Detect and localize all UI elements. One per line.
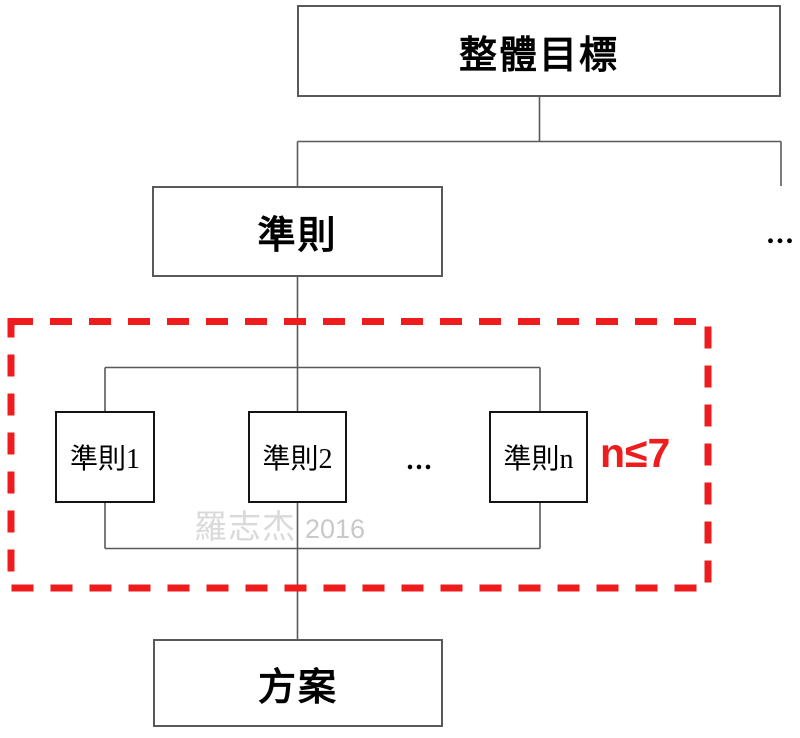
alternatives-node: 方案 [153,639,443,727]
watermark: 羅志杰 2016 [194,508,365,548]
watermark-year: 2016 [305,514,366,544]
sub-criteria-node-1: 準則1 [55,411,155,503]
sibling-ellipsis: ... [766,217,796,250]
alternatives-label: 方案 [257,666,338,709]
sub-criteria-node-2: 準則2 [248,411,347,503]
watermark-name: 羅志杰 [194,510,296,546]
constraint-annotation: n≤7 [600,430,671,476]
sub-criteria-ellipsis: ... [406,445,434,476]
criteria-node: 準則 [152,186,443,277]
sub-criteria-label-2: 準則2 [262,444,333,475]
goal-node: 整體目標 [297,5,781,97]
sub-criteria-node-n: 準則n [489,411,588,503]
goal-label: 整體目標 [458,34,619,77]
sub-criteria-label-n: 準則n [503,444,574,475]
criteria-level-highlight-box [7,318,712,592]
sub-criteria-label-1: 準則1 [69,444,140,475]
criteria-label: 準則 [257,215,338,257]
